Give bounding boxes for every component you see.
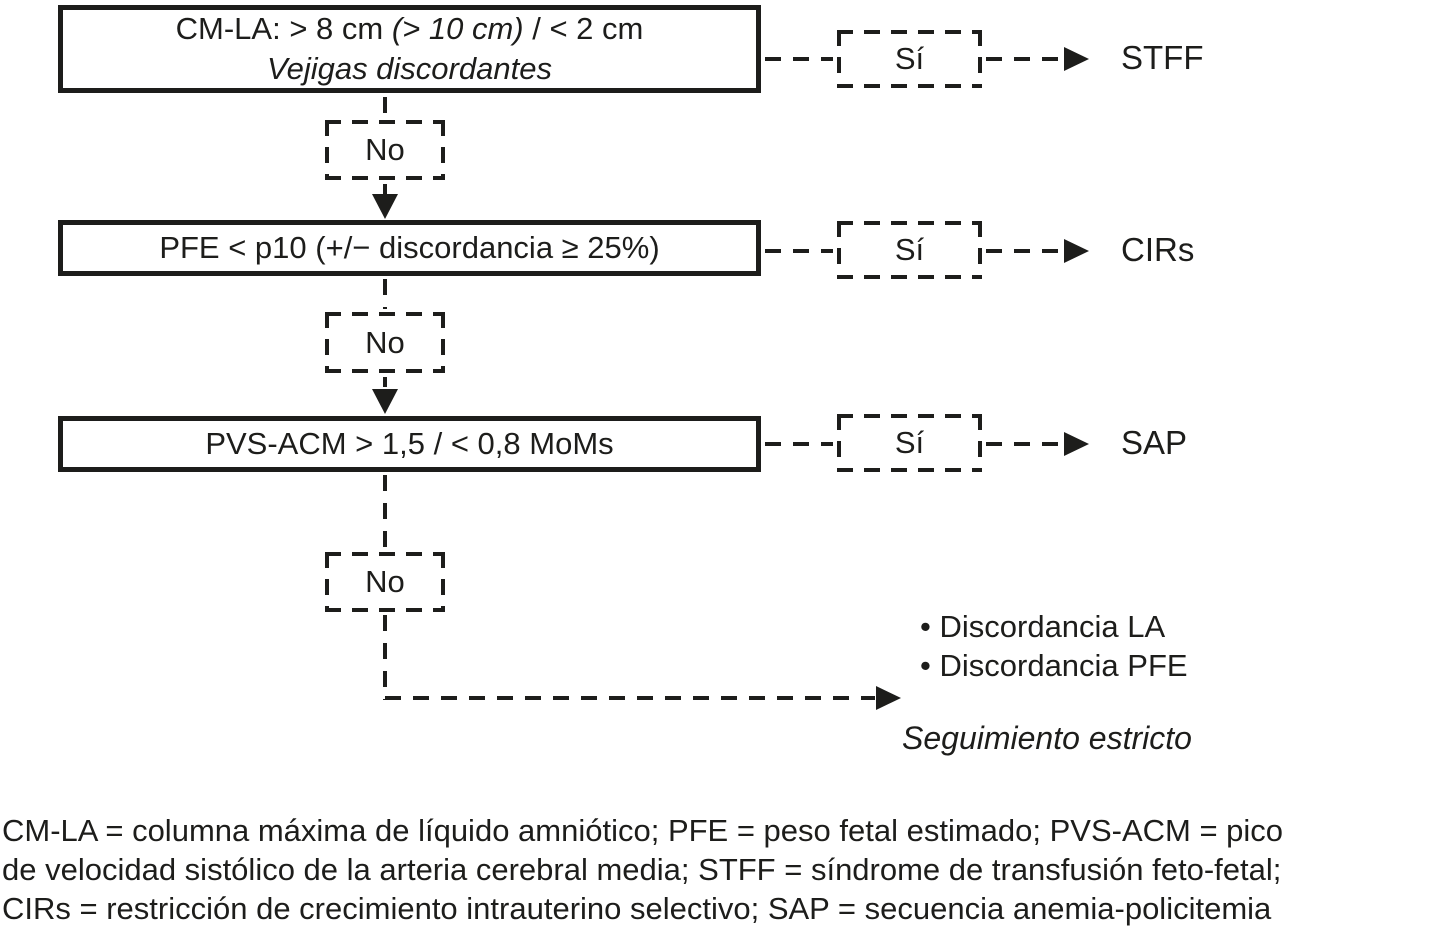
dashed-connector bbox=[383, 279, 387, 309]
yes-box-1: Sí bbox=[837, 30, 982, 88]
dashed-connector bbox=[765, 249, 833, 253]
caption-line: de velocidad sistólico de la arteria cer… bbox=[2, 852, 1282, 887]
condition-line-1: PFE < p10 (+/− discordancia ≥ 25%) bbox=[159, 230, 660, 265]
dashed-connector bbox=[986, 249, 1062, 253]
condition-box-amniotic-fluid: CM-LA: > 8 cm (> 10 cm) / < 2 cm Vejigas… bbox=[58, 5, 761, 93]
condition-box-mca-psv: PVS-ACM > 1,5 / < 0,8 MoMs bbox=[58, 416, 761, 472]
outcome-sap: SAP bbox=[1121, 424, 1188, 461]
condition-line-1: PVS-ACM > 1,5 / < 0,8 MoMs bbox=[205, 426, 614, 461]
yes-box-3: Sí bbox=[837, 414, 982, 472]
final-outcome-list: • Discordancia LA • Discordancia PFE bbox=[920, 607, 1188, 685]
dashed-connector bbox=[385, 696, 875, 700]
dashed-connector bbox=[765, 442, 833, 446]
yes-box-2: Sí bbox=[837, 221, 982, 279]
dashed-connector bbox=[765, 57, 833, 61]
list-item: • Discordancia PFE bbox=[920, 646, 1188, 685]
no-box-2: No bbox=[325, 312, 445, 373]
abbreviations-caption: CM-LA = columna máxima de líquido amniót… bbox=[2, 811, 1434, 928]
condition-text: / < 2 cm bbox=[523, 11, 644, 46]
outcome-cirs: CIRs bbox=[1121, 231, 1195, 268]
caption-line: CM-LA = columna máxima de líquido amniót… bbox=[2, 813, 1284, 848]
no-box-3: No bbox=[325, 552, 445, 612]
no-label: No bbox=[365, 324, 405, 360]
arrowhead-right-icon bbox=[1064, 239, 1089, 263]
arrowhead-right-icon bbox=[1064, 47, 1089, 71]
yes-label: Sí bbox=[894, 232, 925, 267]
no-label: No bbox=[365, 132, 405, 167]
condition-text-italic: (> 10 cm) bbox=[391, 11, 524, 46]
list-item: • Discordancia LA bbox=[920, 607, 1188, 646]
list-item-label: Discordancia LA bbox=[939, 609, 1166, 644]
dashed-connector bbox=[383, 475, 387, 549]
condition-box-estimated-fetal-weight: PFE < p10 (+/− discordancia ≥ 25%) bbox=[58, 220, 761, 276]
no-box-1: No bbox=[325, 120, 445, 180]
caption-line: CIRs = restricción de crecimiento intrau… bbox=[2, 891, 1272, 926]
dashed-connector bbox=[383, 615, 387, 700]
dashed-connector bbox=[986, 442, 1062, 446]
bullet-icon: • bbox=[920, 609, 931, 644]
dashed-connector bbox=[383, 377, 387, 387]
yes-label: Sí bbox=[894, 41, 925, 76]
yes-label: Sí bbox=[894, 425, 925, 460]
dashed-connector bbox=[986, 57, 1062, 61]
outcome-stff: STFF bbox=[1121, 39, 1204, 76]
condition-line-1: CM-LA: > 8 cm (> 10 cm) / < 2 cm bbox=[176, 9, 644, 49]
dashed-connector bbox=[383, 97, 387, 120]
dashed-connector bbox=[383, 184, 387, 195]
no-label: No bbox=[365, 564, 405, 599]
arrowhead-right-icon bbox=[1064, 432, 1089, 456]
arrowhead-down-icon bbox=[372, 389, 398, 414]
arrowhead-down-icon bbox=[372, 194, 398, 219]
arrowhead-right-icon bbox=[876, 686, 901, 710]
condition-text: CM-LA: > 8 cm bbox=[175, 11, 392, 46]
condition-line-2: Vejigas discordantes bbox=[267, 51, 552, 86]
followup-label: Seguimiento estricto bbox=[902, 720, 1192, 756]
bullet-icon: • bbox=[920, 648, 931, 683]
list-item-label: Discordancia PFE bbox=[939, 648, 1188, 683]
